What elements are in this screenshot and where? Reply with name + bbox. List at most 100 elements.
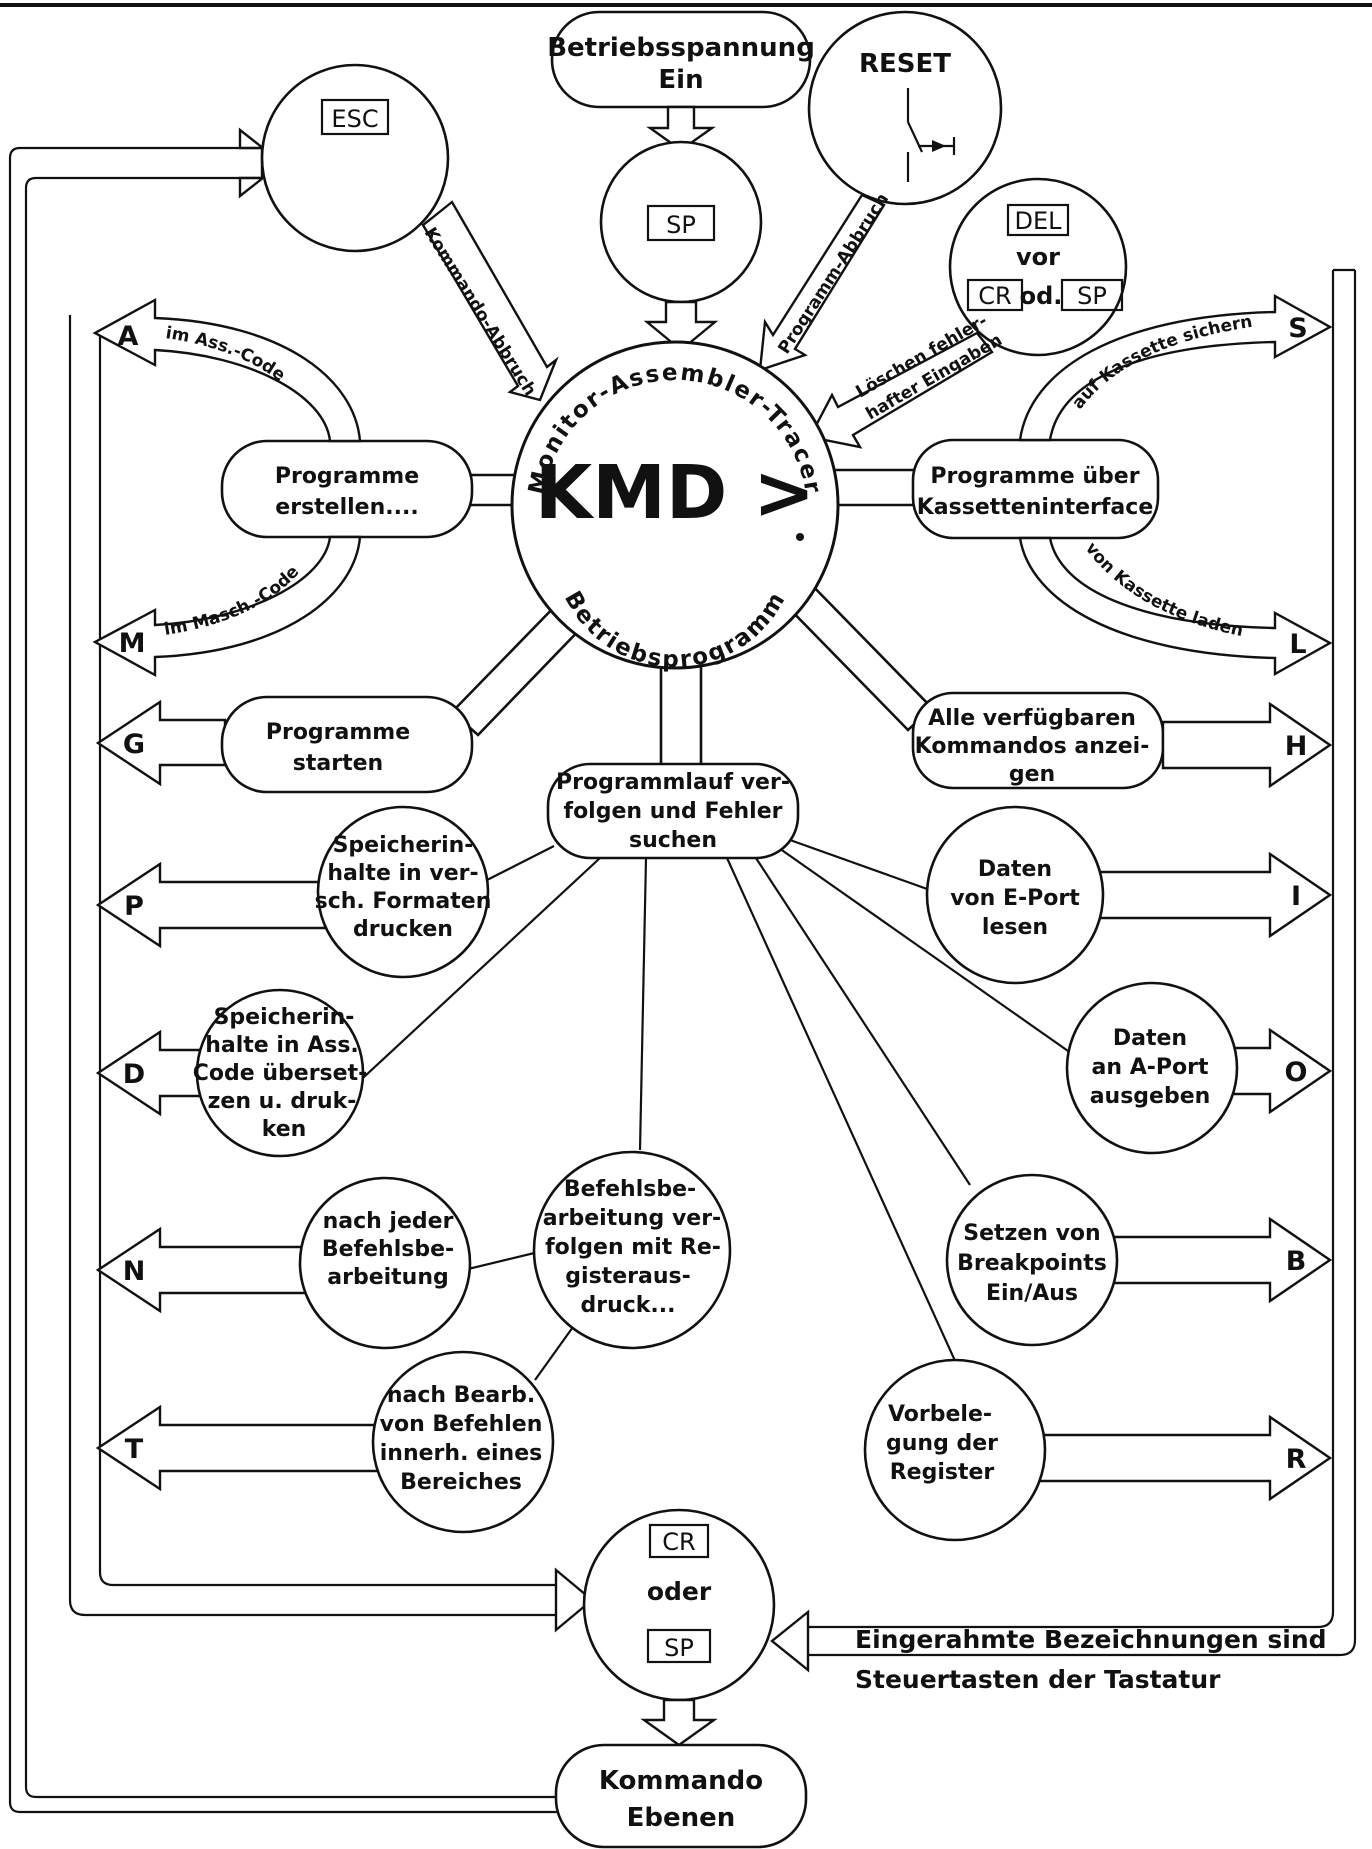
right-collector bbox=[808, 270, 1335, 1629]
del-vor: vor bbox=[1016, 243, 1060, 271]
a-curved-arrow bbox=[92, 297, 362, 443]
kmd-prompt: KMD > bbox=[535, 450, 815, 536]
i-circle bbox=[925, 805, 1105, 985]
m-curved-arrow bbox=[92, 535, 362, 678]
o-text-2: an A-Port bbox=[1092, 1055, 1209, 1080]
o-arrow bbox=[1228, 1027, 1333, 1115]
power-down-arrow bbox=[646, 105, 716, 152]
n-key: N bbox=[123, 1256, 146, 1287]
reset-switch-icon bbox=[906, 88, 956, 182]
sp-down-arrow bbox=[643, 300, 719, 352]
t-text-4: Bereiches bbox=[400, 1470, 522, 1495]
r-circle bbox=[863, 1358, 1047, 1542]
reg-text-1: Befehlsbe- bbox=[564, 1177, 696, 1202]
p-key: P bbox=[124, 891, 144, 922]
s-curved-arrow bbox=[1018, 293, 1333, 442]
inner-return-loop bbox=[24, 176, 560, 1799]
s-key: S bbox=[1288, 313, 1307, 344]
cassette-2: Kassetteninterface bbox=[917, 495, 1154, 520]
del-od: od. bbox=[1020, 282, 1063, 310]
create-programs-2: erstellen.... bbox=[275, 495, 418, 520]
to-levels-arrow bbox=[640, 1698, 718, 1747]
t-key: T bbox=[125, 1434, 144, 1465]
d-text-2: halte in Ass. bbox=[205, 1033, 359, 1058]
reset-circle bbox=[807, 10, 1003, 206]
p-text-4: drucken bbox=[353, 917, 453, 942]
trace-3: suchen bbox=[629, 828, 717, 853]
r-key: R bbox=[1286, 1444, 1307, 1475]
ring-dot-right bbox=[796, 533, 804, 541]
ring-dot-left bbox=[546, 503, 554, 511]
i-text-1: Daten bbox=[978, 857, 1052, 882]
d-text-3: Code überset- bbox=[193, 1061, 367, 1086]
del-sp-key: SP bbox=[1077, 282, 1107, 310]
esc-circle bbox=[260, 63, 450, 253]
reset-abort-label: Programm-Abbruch bbox=[774, 190, 893, 358]
reset-abort-arrow bbox=[758, 193, 886, 372]
p-text-1: Speicherin- bbox=[333, 833, 474, 858]
t-text-1: nach Bearb. bbox=[387, 1383, 535, 1408]
reset-label: RESET bbox=[859, 49, 951, 79]
reg-to-t-connector bbox=[534, 1319, 579, 1381]
n-arrow bbox=[95, 1226, 310, 1314]
oder-label: oder bbox=[647, 1577, 712, 1606]
cassette-box bbox=[911, 438, 1160, 540]
g-arrow bbox=[95, 699, 227, 787]
d-circle bbox=[195, 988, 365, 1158]
esc-key: ESC bbox=[331, 105, 378, 133]
commands-2: Kommandos anzei- bbox=[915, 734, 1150, 759]
reg-text-3: folgen mit Re- bbox=[545, 1235, 721, 1260]
reg-text-4: gisteraus- bbox=[565, 1264, 690, 1289]
d-text-5: ken bbox=[262, 1117, 307, 1142]
i-key: I bbox=[1291, 881, 1301, 912]
right-collector-inner bbox=[808, 270, 1357, 1657]
left-collector-inner bbox=[98, 330, 556, 1587]
p-circle bbox=[316, 805, 490, 979]
command-levels-box bbox=[554, 1743, 808, 1849]
n-circle bbox=[298, 1176, 472, 1350]
t-arrow bbox=[95, 1404, 387, 1492]
r-text-2: gung der bbox=[886, 1431, 998, 1456]
del-erase-arrow bbox=[808, 331, 994, 449]
commands-1: Alle verfügbaren bbox=[928, 706, 1136, 731]
del-key: DEL bbox=[1014, 207, 1062, 235]
cr-key-frame bbox=[648, 1523, 710, 1559]
g-key: G bbox=[123, 729, 145, 760]
t-text-2: von Befehlen bbox=[380, 1412, 543, 1437]
h-key: H bbox=[1285, 731, 1308, 762]
a-key: A bbox=[118, 321, 139, 352]
i-arrow bbox=[1098, 851, 1333, 939]
create-programs-box bbox=[220, 439, 474, 539]
p-text-2: halte in ver- bbox=[327, 861, 478, 886]
sp-bottom-key: SP bbox=[664, 1634, 694, 1662]
cassette-1: Programme über bbox=[930, 464, 1139, 489]
del-sp-frame bbox=[1060, 278, 1124, 312]
d-text-1: Speicherin- bbox=[214, 1005, 355, 1030]
start-programs-box bbox=[220, 695, 474, 794]
h-arrow bbox=[1161, 701, 1333, 789]
b-key: B bbox=[1286, 1246, 1307, 1277]
trace-box bbox=[546, 762, 800, 860]
m-key: M bbox=[119, 628, 146, 659]
right-collector-arrow bbox=[770, 1609, 810, 1673]
del-cr-frame bbox=[966, 278, 1024, 312]
p-text-3: sch. Formaten bbox=[315, 889, 492, 914]
trace-2: folgen und Fehler bbox=[564, 799, 783, 824]
n-text-1: nach jeder bbox=[323, 1209, 454, 1234]
legend-note-1: Eingerahmte Bezeichnungen sind bbox=[855, 1625, 1327, 1654]
r-arrow bbox=[1028, 1414, 1333, 1502]
l-key: L bbox=[1289, 629, 1306, 660]
b-text-2: Breakpoints bbox=[957, 1251, 1107, 1276]
t-text-3: innerh. eines bbox=[380, 1441, 542, 1466]
b-circle bbox=[945, 1173, 1119, 1347]
command-levels-1: Kommando bbox=[599, 1766, 763, 1796]
left-collector bbox=[68, 315, 556, 1617]
reg-text-2: arbeitung ver- bbox=[543, 1206, 721, 1231]
cr-key: CR bbox=[662, 1528, 695, 1556]
del-key-frame bbox=[1006, 203, 1070, 237]
o-key: O bbox=[1285, 1057, 1308, 1088]
l-curved-arrow bbox=[1018, 536, 1333, 677]
n-text-3: arbeitung bbox=[327, 1265, 449, 1290]
b-text-3: Ein/Aus bbox=[986, 1281, 1078, 1306]
